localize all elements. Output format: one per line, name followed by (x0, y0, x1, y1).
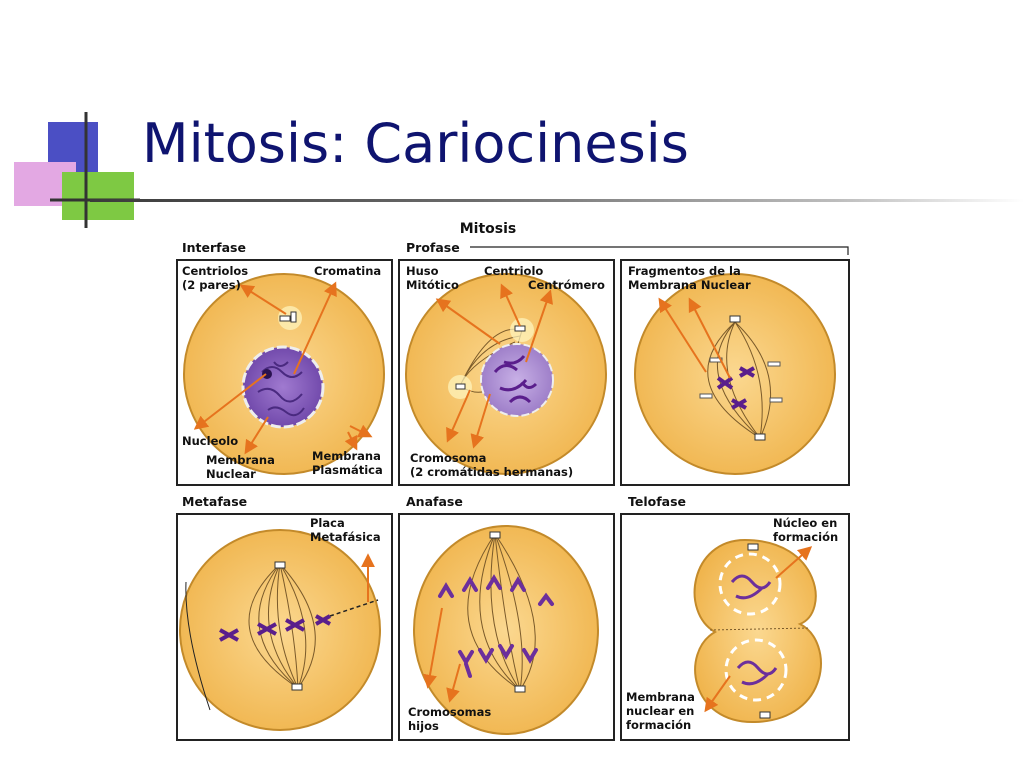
label-centriolos: Centriolos (182, 264, 248, 278)
deco-green-square (62, 172, 134, 220)
centrioles-profase (448, 318, 534, 399)
label-hijos: hijos (408, 719, 439, 733)
panel-heading-telofase: Telofase (628, 494, 686, 509)
figure-main-title: Mitosis (460, 221, 517, 237)
decorative-squares (14, 112, 140, 228)
nucleus-profase (480, 343, 554, 417)
cell-anafase (413, 525, 599, 735)
label-centriolos-pares: (2 pares) (182, 278, 241, 292)
label-metafasica: Metafásica (310, 530, 381, 544)
label-nucleo-en: Núcleo en (773, 516, 837, 530)
panel-telofase: Telofase Núcleo en formación Membrana nu… (620, 494, 850, 741)
label-mitotico: Mitótico (406, 278, 459, 292)
panel-heading-profase: Profase (406, 240, 460, 255)
label-membrana-plasmatica-2: Plasmática (312, 463, 383, 477)
label-fragmentos: Fragmentos de la (628, 264, 741, 278)
label-centromero: Centrómero (528, 278, 605, 292)
label-membrana-nuclear-frag: Membrana Nuclear (628, 278, 751, 292)
label-cromosoma: Cromosoma (410, 451, 486, 465)
panel-heading-metafase: Metafase (182, 494, 247, 509)
panel-heading-interfase: Interfase (182, 240, 246, 255)
panel-profase: Profase Huso Mitótico Centriolo Centróme… (398, 240, 615, 486)
label-cromatina: Cromatina (314, 264, 381, 278)
label-centriolo: Centriolo (484, 264, 543, 278)
label-cromatidas-hermanas: (2 cromátidas hermanas) (410, 465, 573, 479)
nuclear-fragments (699, 357, 783, 403)
mitosis-bracket (470, 246, 849, 255)
panel-prometafase: Fragmentos de la Membrana Nuclear (620, 259, 850, 486)
panel-heading-anafase: Anafase (406, 494, 463, 509)
label-membrana-nuclear-2: Nuclear (206, 467, 256, 481)
cells-telofase (693, 538, 822, 724)
slide-title: Mitosis: Cariocinesis (142, 112, 689, 175)
nucleus-bottom-telofase (724, 638, 788, 702)
label-placa: Placa (310, 516, 345, 530)
label-membrana-telofase: Membrana (626, 690, 695, 704)
mitosis-diagram: Mitosis Interfase Centriolos (2 pares) C… (170, 212, 860, 752)
panel-interfase: Interfase Centriolos (2 pares) Cromatina… (176, 240, 393, 486)
label-nuclear-en: nuclear en (626, 704, 694, 718)
mitosis-figure-svg: Mitosis Interfase Centriolos (2 pares) C… (176, 221, 850, 741)
panel-anafase: Anafase Cromosomas hijos (398, 494, 615, 741)
label-formacion-membrana: formación (626, 718, 691, 732)
nucleus-top-telofase (718, 552, 782, 616)
label-membrana-plasmatica-1: Membrana (312, 449, 381, 463)
label-cromosomas: Cromosomas (408, 705, 491, 719)
label-huso: Huso (406, 264, 439, 278)
label-formacion-nucleo: formación (773, 530, 838, 544)
cell-prometafase (634, 273, 836, 475)
nucleus-interfase (241, 345, 325, 429)
title-underline (90, 199, 1024, 202)
centrioles-interfase (278, 306, 302, 330)
panel-metafase: Metafase Placa Metafásica (176, 494, 393, 741)
label-nucleolo: Nucleolo (182, 434, 238, 448)
label-membrana-nuclear-1: Membrana (206, 453, 275, 467)
